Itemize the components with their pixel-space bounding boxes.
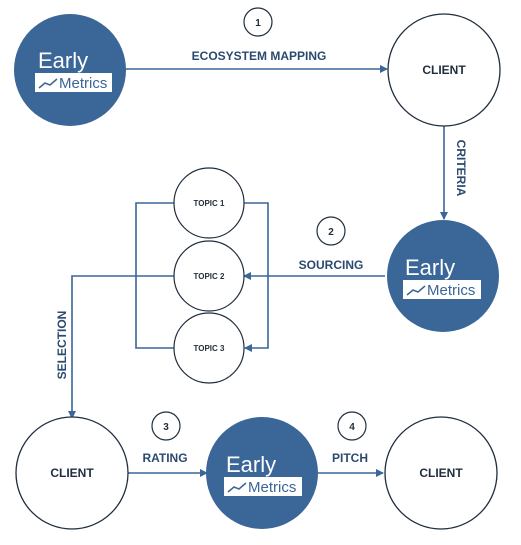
- arrow-topic1-to-topic3: [244, 202, 269, 352]
- step-number-2: 2: [316, 216, 346, 246]
- arrow-selection: [68, 275, 174, 419]
- trend-line-icon: [227, 482, 247, 493]
- label-rating: RATING: [142, 451, 187, 465]
- svg-text:CLIENT: CLIENT: [422, 63, 466, 77]
- client-node-top: CLIENT: [387, 13, 501, 127]
- client-node-bottom-left: CLIENT: [15, 416, 129, 530]
- label-ecosystem-mapping: ECOSYSTEM MAPPING: [192, 49, 327, 63]
- svg-text:TOPIC 2: TOPIC 2: [194, 272, 226, 281]
- logo-metrics-text: Metrics: [59, 75, 107, 92]
- step-number-4: 4: [337, 411, 367, 441]
- logo-metrics-text: Metrics: [248, 479, 296, 496]
- svg-text:3: 3: [163, 422, 169, 433]
- topic-node-1: TOPIC 1: [173, 167, 245, 239]
- svg-text:4: 4: [349, 422, 355, 433]
- label-criteria: CRITERIA: [454, 140, 468, 197]
- logo-early-text: Early: [38, 48, 88, 73]
- early-metrics-node-middle: Early Metrics: [387, 220, 499, 332]
- topic-node-3: TOPIC 3: [173, 312, 245, 384]
- label-sourcing: SOURCING: [299, 258, 364, 272]
- step-number-3: 3: [151, 411, 181, 441]
- svg-text:2: 2: [328, 227, 334, 238]
- svg-text:TOPIC 3: TOPIC 3: [194, 344, 226, 353]
- step-number-1: 1: [243, 7, 273, 37]
- topic-node-2: TOPIC 2: [173, 240, 245, 312]
- trend-line-icon: [38, 78, 58, 89]
- svg-text:CLIENT: CLIENT: [419, 466, 463, 480]
- logo-early-text: Early: [405, 255, 455, 280]
- logo-early-text: Early: [226, 452, 276, 477]
- svg-text:1: 1: [255, 18, 261, 29]
- svg-text:CLIENT: CLIENT: [50, 466, 94, 480]
- early-metrics-node-top: Early Metrics: [14, 14, 126, 126]
- connectors: [68, 65, 448, 477]
- logo-metrics-text: Metrics: [427, 282, 475, 299]
- trend-line-icon: [406, 285, 426, 296]
- label-selection: SELECTION: [55, 311, 69, 380]
- svg-text:TOPIC 1: TOPIC 1: [194, 199, 226, 208]
- early-metrics-node-bottom: Early Metrics: [206, 417, 318, 529]
- client-node-bottom-right: CLIENT: [384, 416, 498, 530]
- label-pitch: PITCH: [332, 451, 368, 465]
